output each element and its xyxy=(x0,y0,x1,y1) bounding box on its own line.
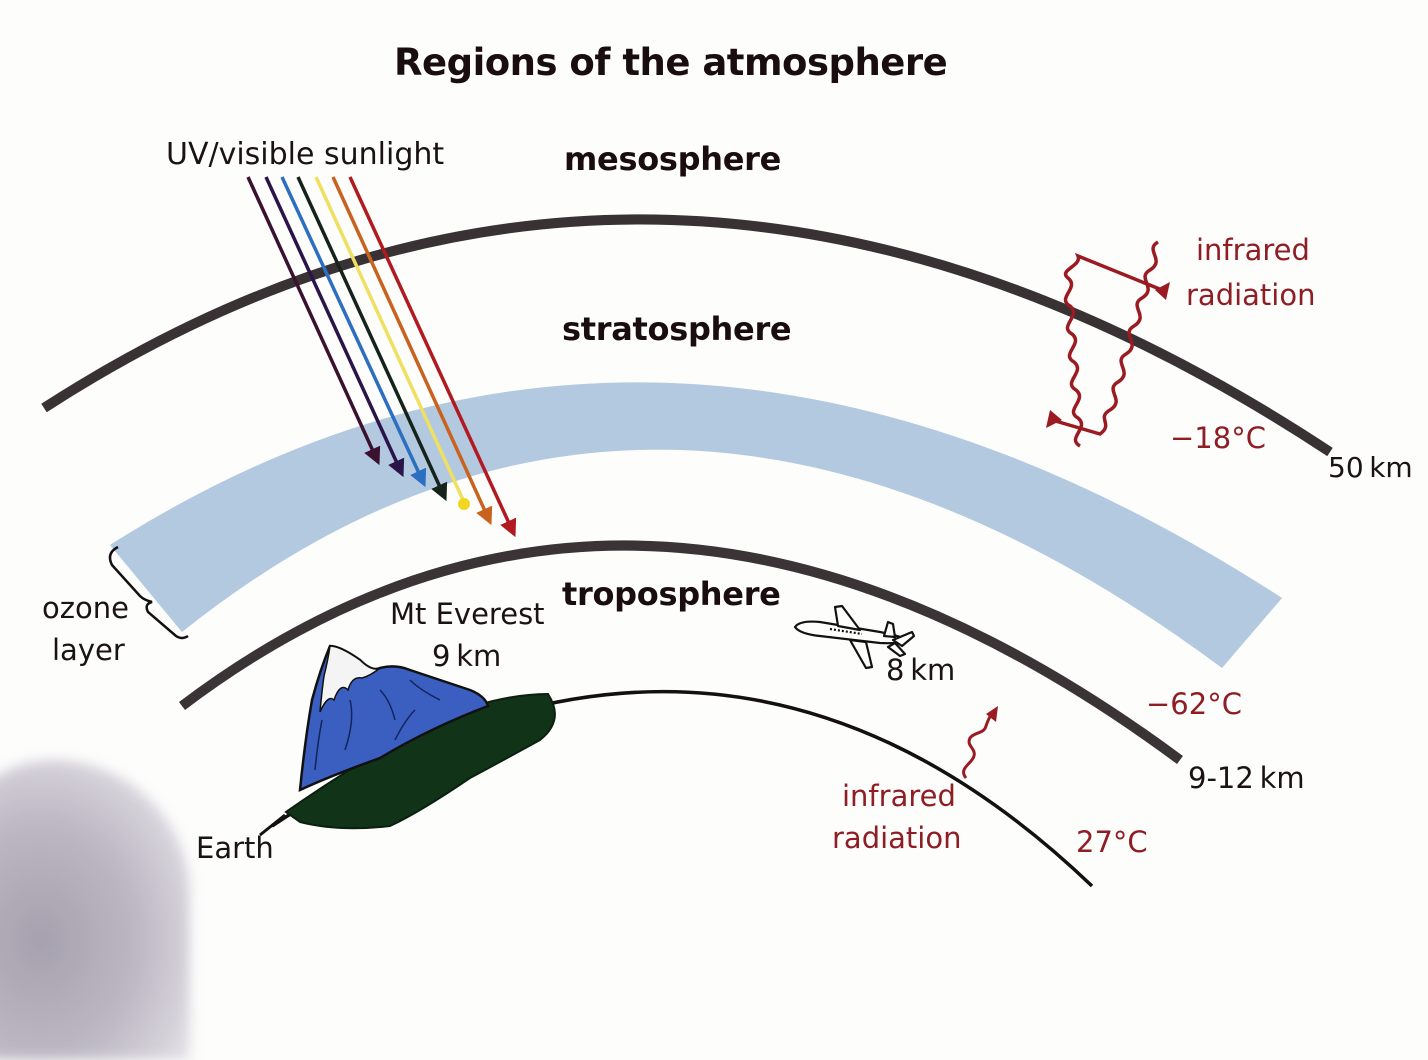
region-label-stratosphere: stratosphere xyxy=(562,310,792,348)
earth-leader-line xyxy=(259,813,286,837)
infrared-upper-label-line2: radiation xyxy=(1186,278,1316,312)
plane-altitude-label: 8 km xyxy=(886,653,956,687)
earth-label: Earth xyxy=(196,831,274,865)
diagram-canvas xyxy=(41,176,1333,888)
infrared-wave-icon xyxy=(1046,240,1170,448)
atmosphere-diagram: Regions of the atmosphere UV/visible sun… xyxy=(0,41,1413,1060)
altitude-tropopause-label: 9-12 km xyxy=(1188,761,1305,795)
everest-label-line2: 9 km xyxy=(432,639,502,673)
ozone-brace-icon xyxy=(108,545,189,640)
temp-surface-label: 27°C xyxy=(1076,825,1148,859)
airplane-icon xyxy=(793,604,916,670)
infrared-lower-label-line2: radiation xyxy=(832,821,962,855)
everest-label-line1: Mt Everest xyxy=(390,597,545,631)
mountain-icon xyxy=(298,644,490,793)
ozone-label-line2: layer xyxy=(52,633,125,667)
temp-mesopause-label: −18°C xyxy=(1170,421,1266,455)
infrared-lower-label-line1: infrared xyxy=(842,779,956,813)
altitude-50km-label: 50 km xyxy=(1328,451,1413,484)
infrared-upper-label-line1: infrared xyxy=(1196,233,1310,267)
infrared-wave-icon xyxy=(962,706,998,779)
temp-tropopause-label: −62°C xyxy=(1146,687,1242,721)
ozone-label-line1: ozone xyxy=(42,591,129,625)
region-label-troposphere: troposphere xyxy=(562,575,781,613)
sunlight-rays-icon xyxy=(246,176,517,538)
region-label-mesosphere: mesosphere xyxy=(564,140,782,178)
sunlight-label: UV/visible sunlight xyxy=(166,137,445,172)
page-title: Regions of the atmosphere xyxy=(394,41,948,84)
tropopause-line xyxy=(178,540,1183,765)
